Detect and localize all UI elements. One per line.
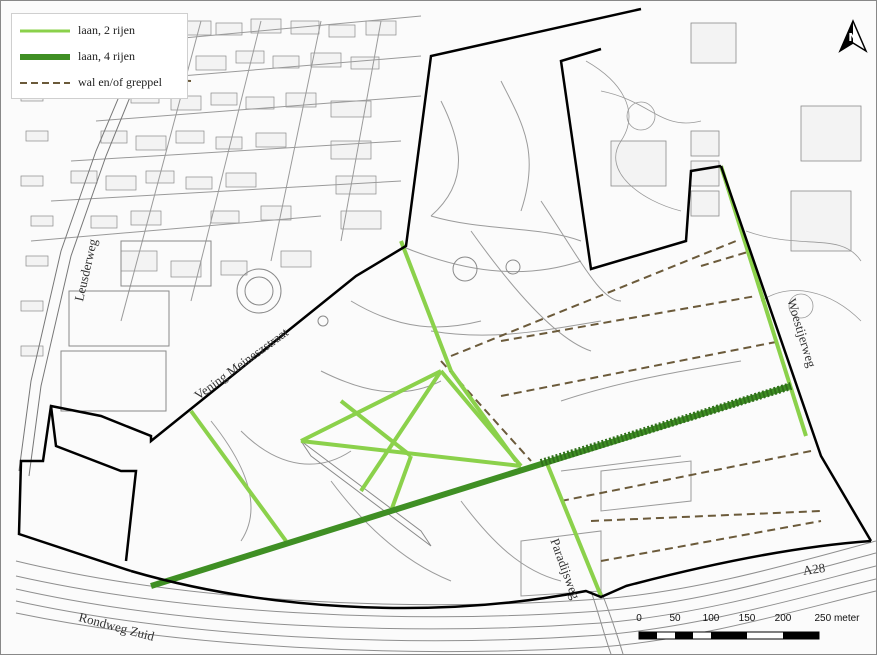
legend-swatch-dashed [20,82,70,84]
scale-tick-label: 150 [738,613,756,624]
scale-tick-label: 0 [636,613,642,624]
roundabout [236,268,282,314]
legend-label: laan, 4 rijen [78,49,135,63]
scale-tick-label: 250 meter [814,613,860,624]
avenues-2-rows [189,165,808,597]
legend-label: laan, 2 rijen [78,23,135,37]
legend-swatch-thick-green [20,54,70,60]
highway-lanes [15,540,876,654]
legend-label: wal en/of greppel [78,75,162,89]
label-a28: A28 [801,559,827,578]
scale-bar-graphic [638,631,820,640]
scale-tick-label: 100 [702,613,720,624]
map-legend: laan, 2 rijen laan, 4 rijen wal en/of gr… [11,13,188,99]
scale-tick-label: 200 [774,613,792,624]
sports-fields [60,240,212,412]
avenue-4-rows [150,382,793,589]
legend-swatch-thin-green [20,29,70,33]
north-arrow-icon: N [838,19,868,53]
scale-tick-label: 50 [669,613,681,624]
leusderweg-road [18,20,162,477]
scale-bar: 0 50 100 150 200 250 meter [629,613,871,645]
east-complex-paths [585,60,862,322]
north-letter: N [848,31,857,44]
area-boundary [17,7,873,610]
park-ponds [300,256,521,547]
park-paths [210,80,742,597]
